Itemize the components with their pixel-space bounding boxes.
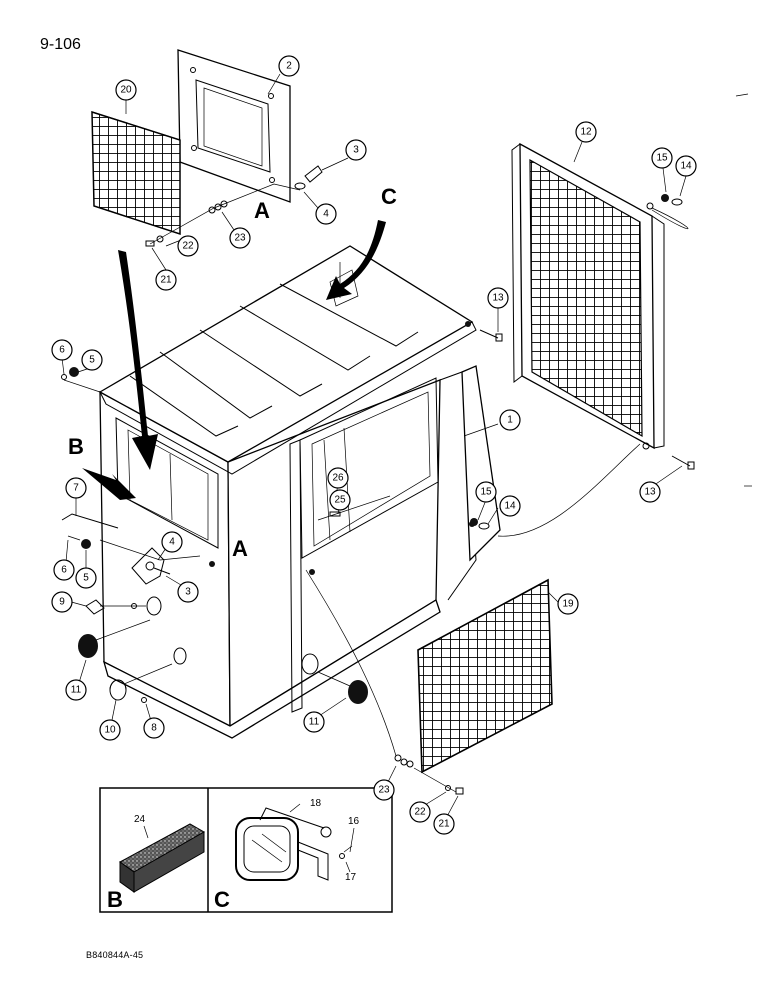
callout-22-bottom: 22 (409, 801, 431, 823)
inset-caption-c: C (214, 887, 230, 912)
callout-23-top: 23 (229, 227, 251, 249)
svg-text:20: 20 (120, 85, 132, 96)
callout-6-mid: 6 (53, 559, 75, 581)
label-18: 18 (310, 798, 322, 809)
svg-text:15: 15 (656, 153, 668, 164)
svg-text:6: 6 (59, 345, 65, 356)
callout-12: 12 (575, 121, 597, 143)
callout-26: 26 (327, 467, 349, 489)
svg-text:2: 2 (286, 61, 292, 72)
callout-15-top: 15 (651, 147, 673, 169)
svg-text:23: 23 (234, 233, 246, 244)
svg-text:1: 1 (507, 415, 513, 426)
callout-11-right: 11 (303, 711, 325, 733)
callout-7: 7 (65, 477, 87, 499)
label-24: 24 (134, 814, 146, 825)
detail-inset: B C 24 18 16 17 (99, 787, 393, 913)
large-screen-part (511, 142, 665, 450)
pointer-arrows (82, 220, 386, 500)
svg-text:5: 5 (83, 573, 89, 584)
svg-text:6: 6 (61, 565, 67, 576)
inset-caption-b: B (107, 887, 123, 912)
svg-text:21: 21 (438, 819, 450, 830)
callout-9: 9 (51, 591, 73, 613)
svg-text:14: 14 (504, 501, 516, 512)
callout-21-top: 21 (155, 269, 177, 291)
svg-text:26: 26 (332, 473, 344, 484)
drawing-code: B840844A-45 (86, 950, 144, 960)
callout-3-top: 3 (345, 139, 367, 161)
callout-13-bottom: 13 (639, 481, 661, 503)
svg-text:11: 11 (309, 717, 320, 728)
callout-20: 20 (115, 79, 137, 101)
svg-text:14: 14 (680, 161, 692, 172)
callout-15-mid: 15 (475, 481, 497, 503)
svg-text:13: 13 (492, 293, 504, 304)
svg-text:7: 7 (73, 483, 79, 494)
svg-text:15: 15 (480, 487, 492, 498)
view-letter-c: C (381, 184, 397, 209)
svg-text:5: 5 (89, 355, 95, 366)
callout-2: 2 (278, 55, 300, 77)
callout-10: 10 (99, 719, 121, 741)
callout-19: 19 (557, 593, 579, 615)
edge-mark (735, 93, 749, 97)
latch-part (99, 539, 201, 585)
view-letter-a-mid: A (232, 536, 248, 561)
svg-text:22: 22 (414, 807, 426, 818)
callout-14-mid: 14 (499, 495, 521, 517)
callout-11-left: 11 (65, 679, 87, 701)
svg-text:9: 9 (59, 597, 65, 608)
label-16: 16 (348, 816, 360, 827)
callout-5-mid: 5 (75, 567, 97, 589)
callout-14-top: 14 (675, 155, 697, 177)
lower-screen-part (417, 578, 553, 774)
callout-8: 8 (143, 717, 165, 739)
bolts-13 (479, 329, 695, 470)
leader-12 (497, 443, 641, 537)
callout-1: 1 (499, 409, 521, 431)
page-number: 9-106 (40, 36, 81, 53)
svg-text:3: 3 (353, 145, 359, 156)
callout-13-top: 13 (487, 287, 509, 309)
svg-text:23: 23 (378, 785, 390, 796)
fasteners-14-15-lower (470, 518, 490, 530)
callout-4-top: 4 (315, 203, 337, 225)
svg-text:8: 8 (151, 723, 157, 734)
svg-text:4: 4 (169, 537, 175, 548)
svg-text:25: 25 (334, 495, 346, 506)
callout-5-top: 5 (81, 349, 103, 371)
callout-23-bottom: 23 (373, 779, 395, 801)
view-letter-a-top: A (254, 198, 270, 223)
svg-text:22: 22 (182, 241, 194, 252)
small-fasteners (61, 367, 119, 549)
callout-21-bottom: 21 (433, 813, 455, 835)
view-letter-b: B (68, 434, 84, 459)
callout-4-mid: 4 (161, 531, 183, 553)
fasteners-14-15-upper (651, 194, 689, 230)
callout-6-top: 6 (51, 339, 73, 361)
svg-text:4: 4 (323, 209, 329, 220)
screw-chain-a (145, 165, 323, 247)
svg-text:12: 12 (580, 127, 592, 138)
small-screen-part (91, 110, 181, 236)
callout-22-top: 22 (177, 235, 199, 257)
svg-text:21: 21 (160, 275, 172, 286)
svg-text:19: 19 (562, 599, 574, 610)
cab-body (98, 245, 501, 739)
window-frame-part (177, 49, 291, 203)
label-17: 17 (345, 872, 357, 883)
callout-25: 25 (329, 489, 351, 511)
callout-3-mid: 3 (177, 581, 199, 603)
svg-text:11: 11 (71, 685, 82, 696)
plugs (78, 599, 368, 704)
svg-text:13: 13 (644, 487, 656, 498)
washers-23-lower (305, 569, 464, 795)
svg-text:3: 3 (185, 587, 191, 598)
svg-text:10: 10 (104, 725, 116, 736)
